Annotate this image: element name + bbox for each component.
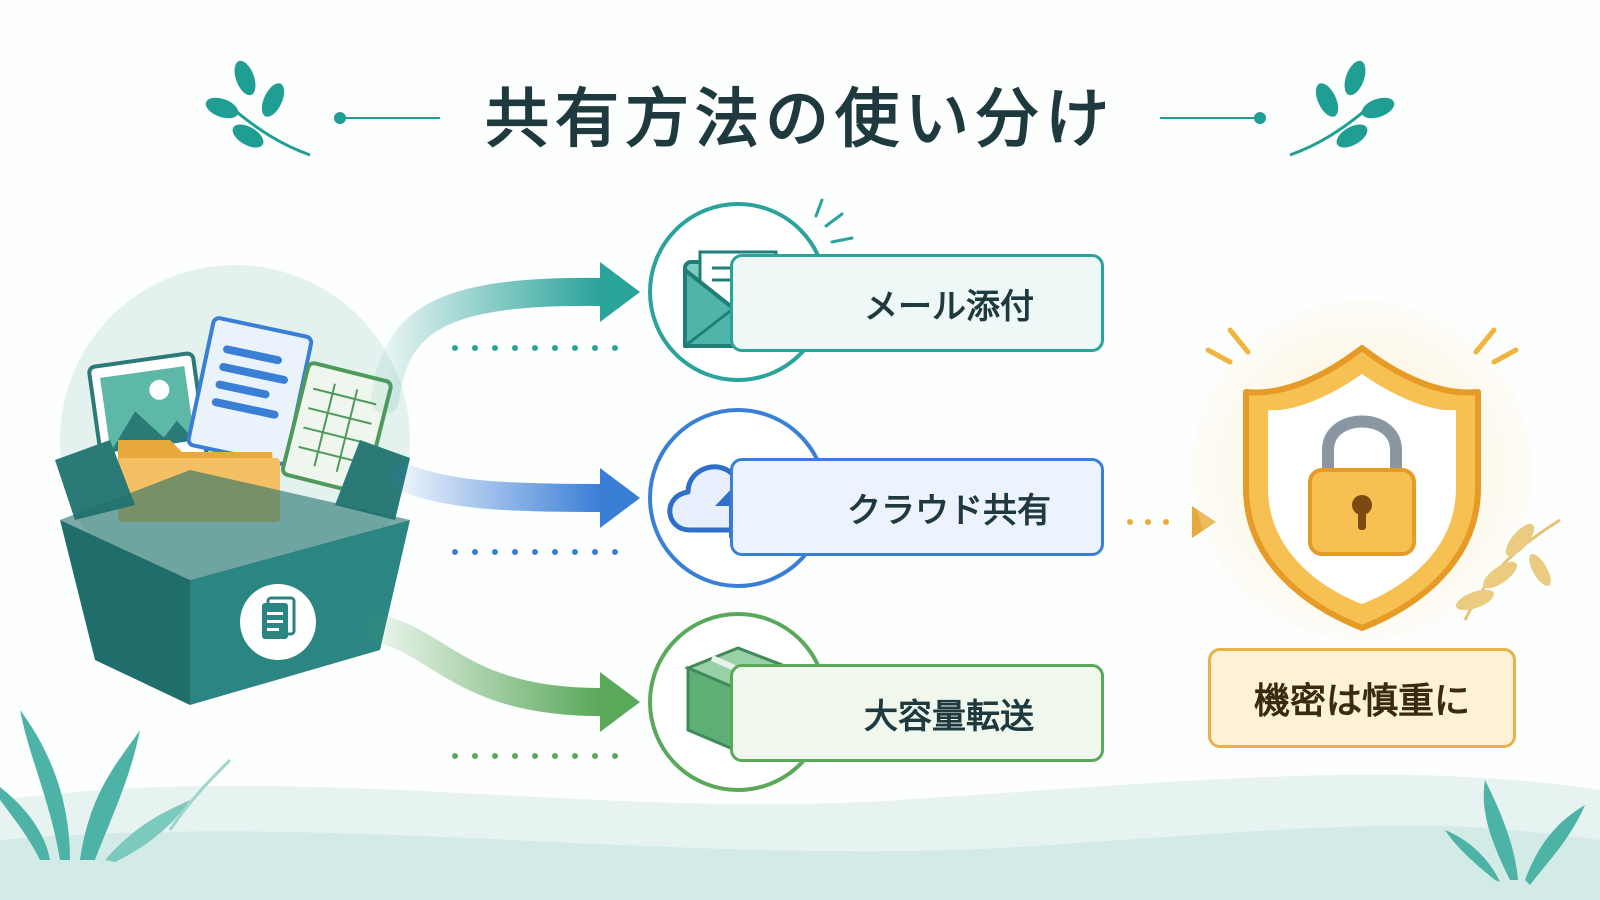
method-label-cloud: クラウド共有: [730, 458, 1104, 556]
leaf-decoration-icon: [1456, 518, 1561, 621]
background-waves: [0, 774, 1600, 900]
shield-lock-icon: [1192, 300, 1532, 640]
plant-left-icon: [0, 710, 232, 862]
flow-arrow-bulk: [361, 614, 640, 759]
file-box-icon: [55, 265, 410, 705]
flow-arrow-cloud: [391, 464, 640, 555]
page-title: 共有方法の使い分け: [485, 83, 1115, 157]
title-ornament-left: [205, 60, 440, 157]
security-label: 機密は慎重に: [1208, 648, 1516, 748]
method-label-bulk: 大容量転送: [730, 664, 1104, 762]
flow-arrow-mail: [371, 262, 640, 414]
plant-right-icon: [1445, 780, 1585, 885]
title-ornament-right: [1160, 60, 1395, 157]
method-label-mail: メール添付: [730, 254, 1104, 352]
